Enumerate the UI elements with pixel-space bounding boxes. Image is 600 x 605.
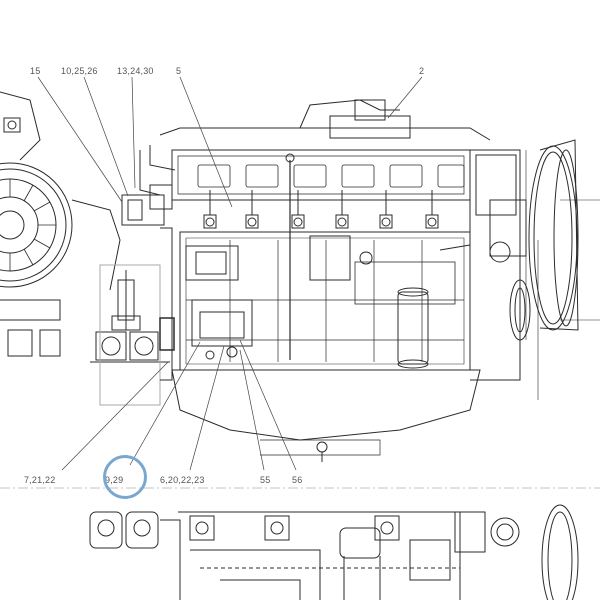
callout-15: 15 [30, 66, 41, 76]
callout-6-20-22-23: 6,20,22,23 [160, 475, 205, 485]
callout-7-21-22: 7,21,22 [24, 475, 56, 485]
highlight-circle [103, 455, 147, 499]
callout-56: 56 [292, 475, 303, 485]
left-mounts [7, 264, 170, 406]
callout-13-24-30: 13,24,30 [117, 66, 154, 76]
callout-2: 2 [419, 66, 425, 76]
callout-55: 55 [260, 475, 271, 485]
injectors [203, 190, 439, 229]
front-pulleys [470, 139, 600, 400]
engine-block [121, 99, 491, 462]
plan-view [89, 504, 579, 605]
leader-lines [37, 76, 423, 471]
callout-5: 5 [176, 66, 182, 76]
callout-10-25-26: 10,25,26 [61, 66, 98, 76]
